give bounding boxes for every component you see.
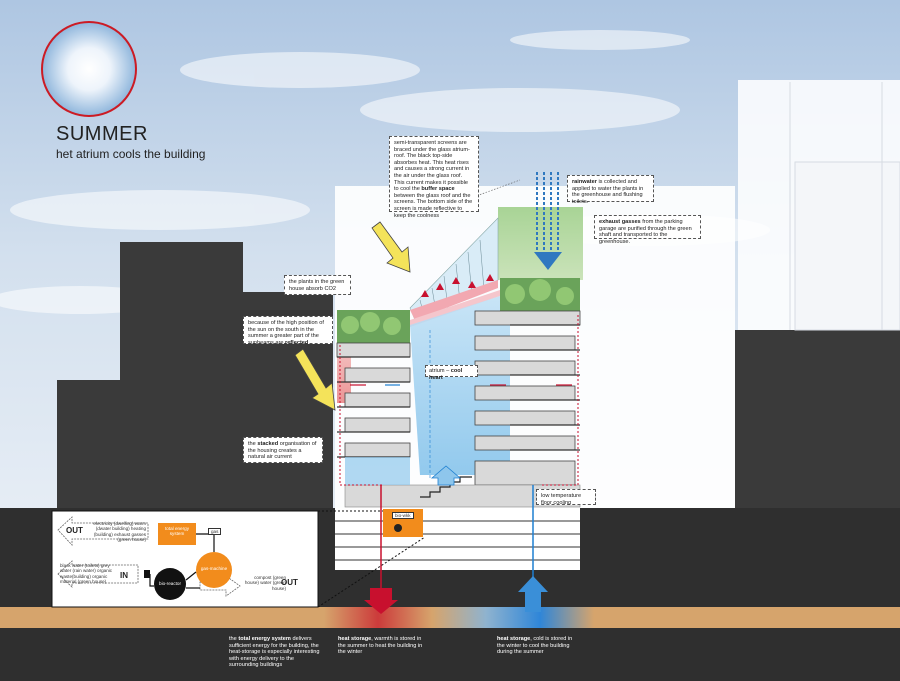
underground-floors bbox=[335, 508, 580, 570]
gas-label: gas bbox=[208, 528, 222, 536]
heat-caption-text: , warmth is stored in the summer to heat… bbox=[338, 636, 423, 656]
low-temp-note: low temperature floor cooling bbox=[536, 489, 596, 506]
reflected-arrow-icon bbox=[294, 348, 336, 411]
sun-note-bold: reflected bbox=[285, 339, 309, 346]
stacked-note-text: organisation of the housing creates a na… bbox=[248, 441, 317, 461]
energy-panel bbox=[51, 510, 426, 608]
out-label: OUT bbox=[66, 526, 83, 535]
rainwater-note-text: is collected and applied to water the pl… bbox=[572, 179, 644, 205]
total-energy-label: total energy system bbox=[164, 526, 189, 537]
out2-items: compost (green house) water (green house… bbox=[244, 575, 286, 591]
screens-note-tail: between the glass roof and the screens. … bbox=[394, 192, 473, 219]
plants-note-text: the plants in the green house absorb CO2 bbox=[289, 279, 345, 292]
total-caption-text: delivers sufficient energy for the build… bbox=[229, 636, 320, 669]
neighbour-buildings bbox=[57, 242, 900, 515]
cold-caption-bold: heat storage bbox=[497, 636, 531, 642]
low-temp-note-text: low temperature floor cooling bbox=[541, 493, 582, 506]
rain-lines bbox=[536, 172, 559, 252]
cold-caption-text: , cold is stored in the winter to cool t… bbox=[497, 636, 573, 656]
cold-storage-caption: heat storage, cold is stored in the wint… bbox=[497, 636, 577, 656]
exhaust-note-bold: exhaust gasses bbox=[599, 219, 641, 225]
exhaust-note: exhaust gasses from the parking garage a… bbox=[594, 215, 701, 245]
stacked-note-bold: stacked bbox=[257, 441, 279, 447]
season-subtitle: het atrium cools the building bbox=[56, 147, 206, 161]
bio-wkk-label: bio-wkk bbox=[392, 512, 414, 520]
sunbeam-arrow-icon bbox=[371, 221, 411, 273]
earth-layer bbox=[0, 607, 900, 628]
gas-machine-label: gas-machine bbox=[200, 566, 228, 571]
atrium-label: atrium – cool heart bbox=[425, 365, 478, 381]
in-label: IN bbox=[120, 571, 128, 580]
heat-caption-bold: heat storage bbox=[338, 636, 372, 642]
screens-note-bold: buffer space bbox=[421, 186, 455, 193]
heat-storage-caption: heat storage, warmth is stored in the su… bbox=[338, 636, 428, 656]
stacked-note-pre: the bbox=[248, 441, 256, 447]
season-title: SUMMER bbox=[56, 123, 148, 145]
out-items: electricity (dwelling) warm (dwater buil… bbox=[93, 521, 146, 543]
main-building bbox=[336, 207, 583, 508]
bio-reactor-label: bio-reactor bbox=[159, 581, 181, 586]
rain-arrow-icon bbox=[534, 252, 562, 270]
sun-icon bbox=[41, 21, 137, 117]
in-items: black water (toilets) grey water (rain w… bbox=[60, 563, 113, 585]
exhaust-note-text: from the parking garage are purified thr… bbox=[599, 219, 692, 245]
atrium-label-text: atrium bbox=[429, 368, 445, 374]
total-energy-caption: the total energy system delivers suffici… bbox=[229, 636, 324, 669]
out2-label: OUT bbox=[281, 578, 298, 587]
sun-note-text: because of the high position of the sun … bbox=[248, 320, 324, 346]
plants-note: the plants in the green house absorb CO2 bbox=[284, 275, 351, 295]
heat-down-arrow-icon bbox=[364, 588, 398, 614]
sun-note: because of the high position of the sun … bbox=[243, 316, 333, 346]
rainwater-note-bold: rainwater bbox=[572, 179, 597, 185]
screens-note-text: semi-transparent screens are braced unde… bbox=[394, 140, 470, 193]
total-caption-pre: the bbox=[229, 636, 237, 642]
atrium-label-bold: cool heart bbox=[429, 368, 463, 381]
total-caption-bold: total energy system bbox=[238, 636, 291, 642]
stacked-note: the stacked organisation of the housing … bbox=[243, 437, 323, 463]
rainwater-note: rainwater is collected and applied to wa… bbox=[567, 175, 654, 205]
cold-up-arrow-icon bbox=[518, 576, 548, 612]
screens-note: semi-transparent screens are braced unde… bbox=[389, 136, 479, 219]
